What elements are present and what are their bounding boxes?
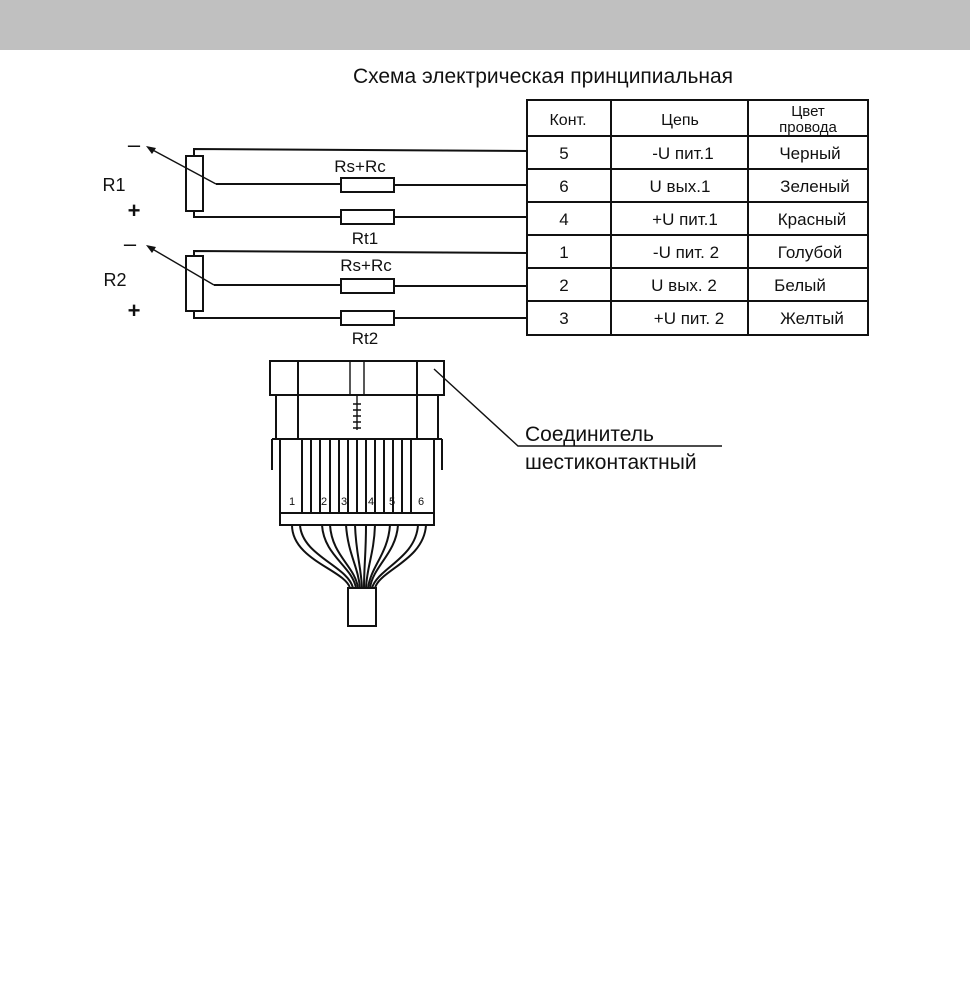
pin-label: 1 xyxy=(289,496,295,508)
row-contact: 4 xyxy=(559,210,568,229)
r2-plus-sign: + xyxy=(128,298,141,323)
r1-wiper xyxy=(149,148,216,184)
sensor-r1: – R1 + Rs+Rc Rt1 xyxy=(102,132,527,248)
row-color: Голубой xyxy=(778,243,842,262)
r1-label: R1 xyxy=(102,175,125,195)
table-row: 6 U вых.1 Зеленый xyxy=(559,177,850,196)
header-contact: Конт. xyxy=(549,112,586,129)
pin-label: 4 xyxy=(368,496,374,508)
row-circuit: -U пит.1 xyxy=(652,144,713,163)
row-contact: 2 xyxy=(559,276,568,295)
diagram-title: Схема электрическая принципиальная xyxy=(353,65,733,88)
row-color: Белый xyxy=(774,276,826,295)
pin-label: 5 xyxy=(389,496,395,508)
connector-drawing: 1 2 3 4 5 6 xyxy=(270,361,722,626)
r2-minus-sign: – xyxy=(124,231,137,256)
row-color: Красный xyxy=(778,210,846,229)
table-row: 5 -U пит.1 Черный xyxy=(559,144,840,163)
connector-label-line2: шестиконтактный xyxy=(525,451,697,474)
row-circuit: U вых. 2 xyxy=(651,276,717,295)
r1-rt-label: Rt1 xyxy=(352,229,378,248)
r2-rs-rc-label: Rs+Rc xyxy=(340,256,392,275)
r2-label: R2 xyxy=(103,270,126,290)
row-color: Черный xyxy=(779,144,840,163)
row-circuit: -U пит. 2 xyxy=(653,243,719,262)
r1-plus-sign: + xyxy=(128,198,141,223)
table-row: 3 +U пит. 2 Желтый xyxy=(559,309,844,328)
r1-resistor-rs-rc xyxy=(341,178,394,192)
pinout-table: Конт. Цепь Цвет провода 5 -U пит.1 Черны… xyxy=(527,100,868,335)
pin-label: 2 xyxy=(321,496,327,508)
sensor-r2: – R2 + Rs+Rc Rt2 xyxy=(103,231,527,348)
row-color: Зеленый xyxy=(780,177,850,196)
row-contact: 6 xyxy=(559,177,568,196)
connector-wires xyxy=(292,525,426,588)
r1-wiper-arrow xyxy=(146,146,156,154)
table-row: 4 +U пит.1 Красный xyxy=(559,210,846,229)
row-contact: 1 xyxy=(559,243,568,262)
row-contact: 3 xyxy=(559,309,568,328)
r1-minus-sign: – xyxy=(128,132,141,157)
connector-label-line1: Соединитель xyxy=(525,423,654,446)
r1-wire-minus xyxy=(194,149,527,156)
r2-resistor-rs-rc xyxy=(341,279,394,293)
row-color: Желтый xyxy=(780,309,844,328)
connector-latch xyxy=(350,361,364,395)
table-row: 1 -U пит. 2 Голубой xyxy=(559,243,842,262)
r1-rs-rc-label: Rs+Rc xyxy=(334,157,386,176)
connector-base xyxy=(280,513,434,525)
pin-label: 3 xyxy=(341,496,347,508)
pin-label: 6 xyxy=(418,496,424,508)
r1-potentiometer xyxy=(186,156,203,211)
row-circuit: U вых.1 xyxy=(650,177,711,196)
r1-resistor-rt1 xyxy=(341,210,394,224)
connector-cable xyxy=(348,588,376,626)
r2-wiper-arrow xyxy=(146,245,156,253)
r2-potentiometer xyxy=(186,256,203,311)
r2-rt-label: Rt2 xyxy=(352,329,378,348)
header-color-line1: Цвет xyxy=(791,103,825,120)
r2-resistor-rt2 xyxy=(341,311,394,325)
r2-wire-plus-left xyxy=(194,311,341,318)
header-circuit: Цепь xyxy=(661,112,699,129)
row-contact: 5 xyxy=(559,144,568,163)
r2-wiper xyxy=(149,247,214,285)
row-circuit: +U пит. 2 xyxy=(654,309,724,328)
header-color-line2: провода xyxy=(779,119,837,136)
table-row: 2 U вых. 2 Белый xyxy=(559,276,826,295)
r1-wire-plus-left xyxy=(194,211,341,217)
row-circuit: +U пит.1 xyxy=(652,210,718,229)
